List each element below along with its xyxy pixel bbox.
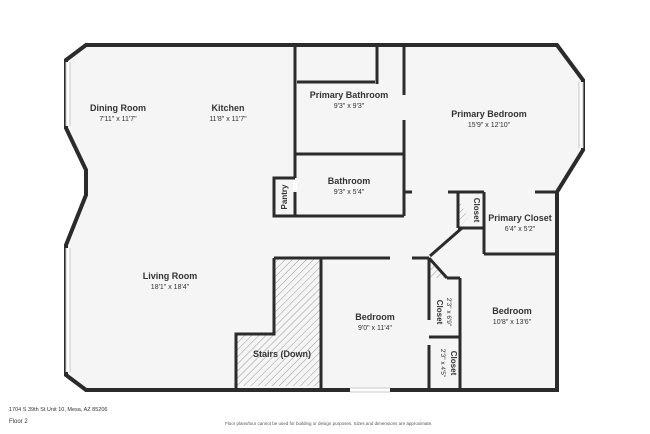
room-dims-primary-bathroom: 9'3" x 9'3" — [334, 103, 365, 110]
room-dims-bathroom: 9'3" x 5'4" — [334, 189, 365, 196]
room-label-bedroom-right: Bedroom — [492, 306, 532, 316]
room-label-closet-small: Closet — [472, 198, 481, 223]
room-dims-living-room: 18'1" x 18'4" — [151, 284, 190, 291]
room-label-closet-lower: Closet — [449, 351, 458, 376]
floor-label: Floor 2 — [9, 419, 28, 425]
room-label-pantry: Pantry — [280, 184, 289, 209]
room-label-primary-bedroom: Primary Bedroom — [451, 109, 527, 119]
interior-walls — [234, 45, 557, 390]
room-dims-primary-closet: 6'4" x 5'2" — [505, 226, 536, 233]
room-dims-closet-upper: 2'3" x 6'9" — [445, 298, 452, 327]
property-address: 1704 S 39th St Unit 10, Mesa, AZ 85206 — [9, 407, 108, 413]
stairs-hatch — [236, 258, 321, 386]
room-dims-primary-bedroom: 15'9" x 12'10" — [468, 122, 511, 129]
room-dims-closet-lower: 2'3" x 4'5" — [439, 349, 446, 378]
room-label-bedroom-mid: Bedroom — [355, 312, 395, 322]
room-label-stairs: Stairs (Down) — [253, 349, 311, 359]
closet-corner-hatch-upper — [458, 197, 468, 228]
room-label-primary-closet: Primary Closet — [488, 213, 552, 223]
room-label-closet-upper: Closet — [435, 300, 444, 325]
room-dims-dining-room: 7'11" x 11'7" — [99, 116, 137, 123]
room-dims-bedroom-mid: 9'0" x 11'4" — [358, 325, 392, 332]
room-dims-kitchen: 11'8" x 11'7" — [209, 116, 247, 123]
window-lines — [65, 62, 584, 393]
room-label-primary-bathroom: Primary Bathroom — [310, 90, 389, 100]
room-label-bathroom: Bathroom — [328, 176, 371, 186]
room-label-dining-room: Dining Room — [90, 103, 146, 113]
room-label-living-room: Living Room — [143, 271, 198, 281]
room-label-kitchen: Kitchen — [211, 103, 244, 113]
disclaimer: Floor plans/tour cannot be used for buil… — [225, 421, 433, 426]
windows — [65, 62, 584, 393]
room-dims-bedroom-right: 10'8" x 13'6" — [493, 319, 532, 326]
